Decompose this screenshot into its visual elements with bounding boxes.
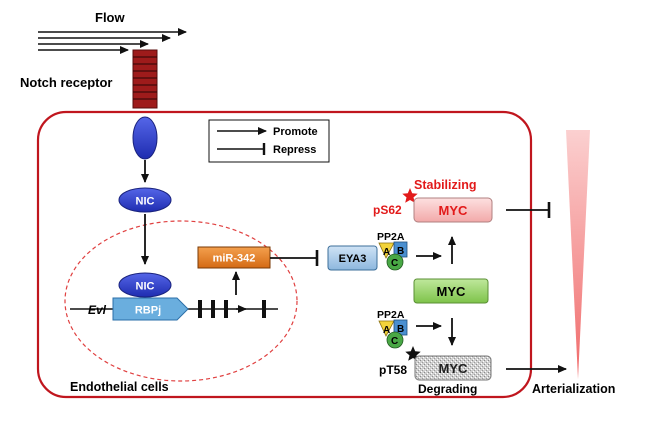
notch-receptor [132, 49, 158, 109]
pp2a-c-top: C [391, 258, 398, 269]
eya3-label: EYA3 [339, 253, 367, 265]
pp2a-complex-bottom: PP2A A B C [377, 309, 408, 349]
myc-stabilized-box: MYC [413, 197, 493, 223]
nic-label-top: NIC [136, 196, 155, 208]
pt58-label: pT58 [379, 363, 407, 377]
endothelial-cells-label: Endothelial cells [70, 380, 169, 394]
pp2a-complex-top: PP2A A B C [377, 231, 408, 271]
pp2a-b-bottom: B [397, 324, 404, 335]
nic-nucleus: NIC [118, 272, 172, 298]
legend-promote-label: Promote [273, 126, 318, 138]
degrading-label: Degrading [418, 382, 477, 396]
pp2a-a-top: A [383, 247, 390, 258]
legend-repress-label: Repress [273, 144, 316, 156]
pp2a-b-top: B [397, 246, 404, 257]
nucleus [64, 220, 298, 382]
pp2a-a-bottom: A [383, 325, 390, 336]
arterialization-label: Arterialization [532, 382, 615, 396]
myc-stabilized-label: MYC [439, 203, 469, 218]
mir-342-box: miR-342 [197, 246, 271, 269]
myc-degrading-label: MYC [439, 361, 469, 376]
nic-cytoplasm: NIC [118, 187, 172, 213]
notch-receptor-label: Notch receptor [20, 75, 112, 90]
exons [198, 300, 266, 318]
cell-membrane [36, 110, 533, 399]
evl-gene-label: Evl [88, 303, 107, 317]
nic-label-nucleus: NIC [136, 281, 155, 293]
rbpj-box: RBPj [112, 297, 189, 321]
mir-342-label: miR-342 [213, 253, 256, 265]
myc-degrading-box: MYC [414, 355, 492, 381]
pp2a-label-bottom: PP2A [377, 309, 405, 321]
phospho-star-red-icon [402, 188, 418, 203]
pp2a-label-top: PP2A [377, 231, 405, 243]
intracellular-domain [132, 116, 158, 160]
pp2a-c-bottom: C [391, 336, 398, 347]
flow-arrows [38, 28, 187, 54]
eya3-box: EYA3 [327, 245, 378, 271]
myc-box: MYC [413, 278, 489, 304]
flow-label: Flow [95, 10, 125, 25]
legend: Promote Repress [208, 119, 330, 163]
rbpj-label: RBPj [135, 305, 161, 317]
ps62-label: pS62 [373, 203, 402, 217]
arterialization-gradient [566, 130, 590, 379]
myc-label: MYC [437, 284, 467, 299]
stabilizing-label: Stabilizing [414, 178, 477, 192]
